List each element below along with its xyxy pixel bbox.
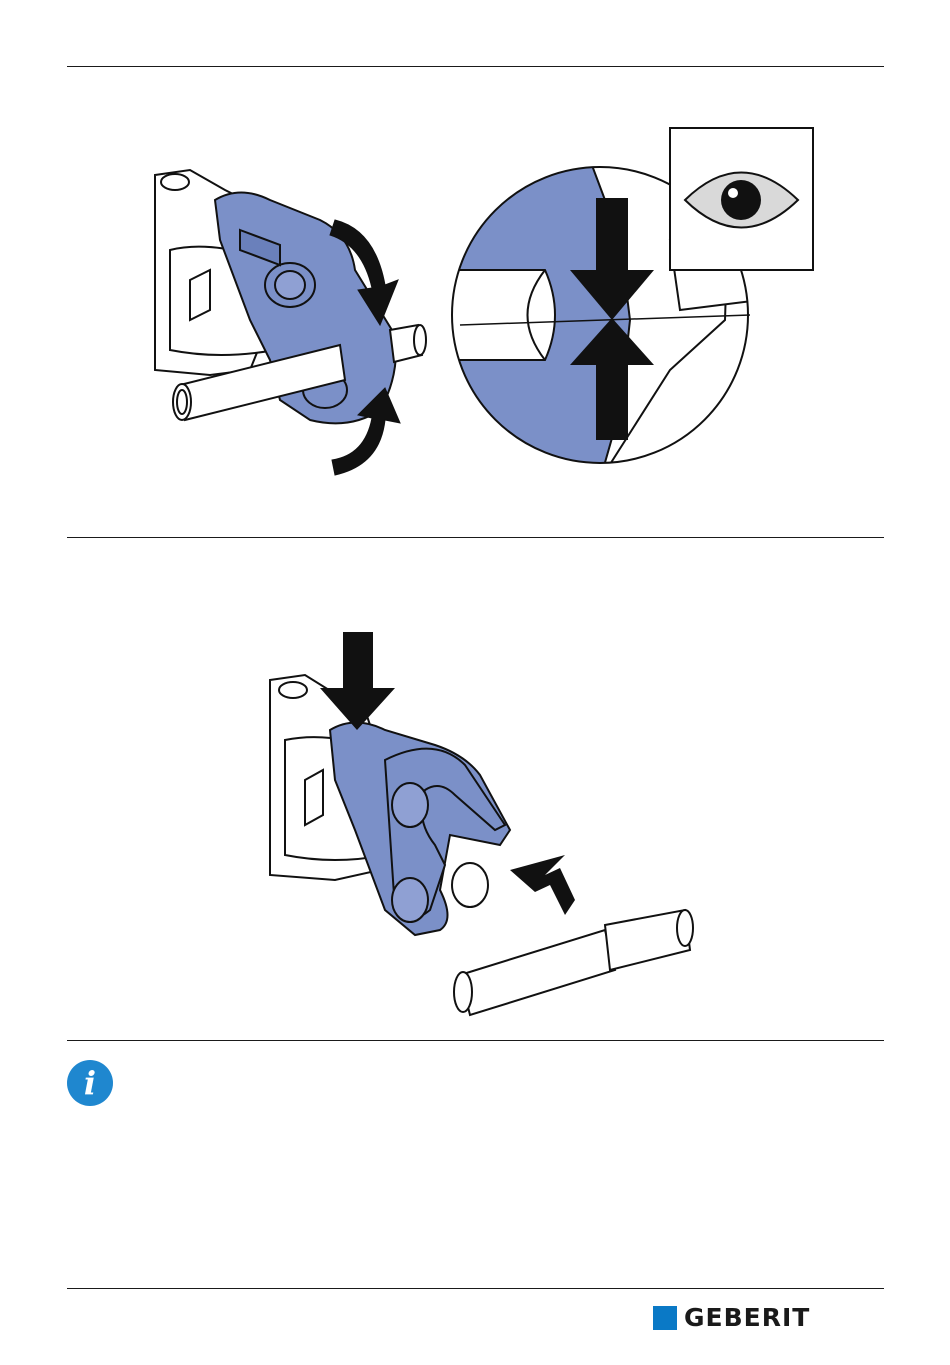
figure-step-2 <box>265 630 705 1020</box>
eye-icon <box>670 128 813 270</box>
press-tool-jaw-open-icon <box>270 675 693 1015</box>
geberit-logo: GEBERIT <box>653 1305 810 1331</box>
figure-step-1 <box>150 120 830 490</box>
lower-rule <box>67 1040 884 1041</box>
middle-rule <box>67 537 884 538</box>
logo-square-icon <box>653 1306 677 1330</box>
info-icon: i <box>67 1060 113 1106</box>
footer-rule <box>67 1288 884 1289</box>
logo-text: GEBERIT <box>684 1305 810 1331</box>
arrow-insert-icon <box>510 855 575 915</box>
top-rule <box>67 66 884 67</box>
